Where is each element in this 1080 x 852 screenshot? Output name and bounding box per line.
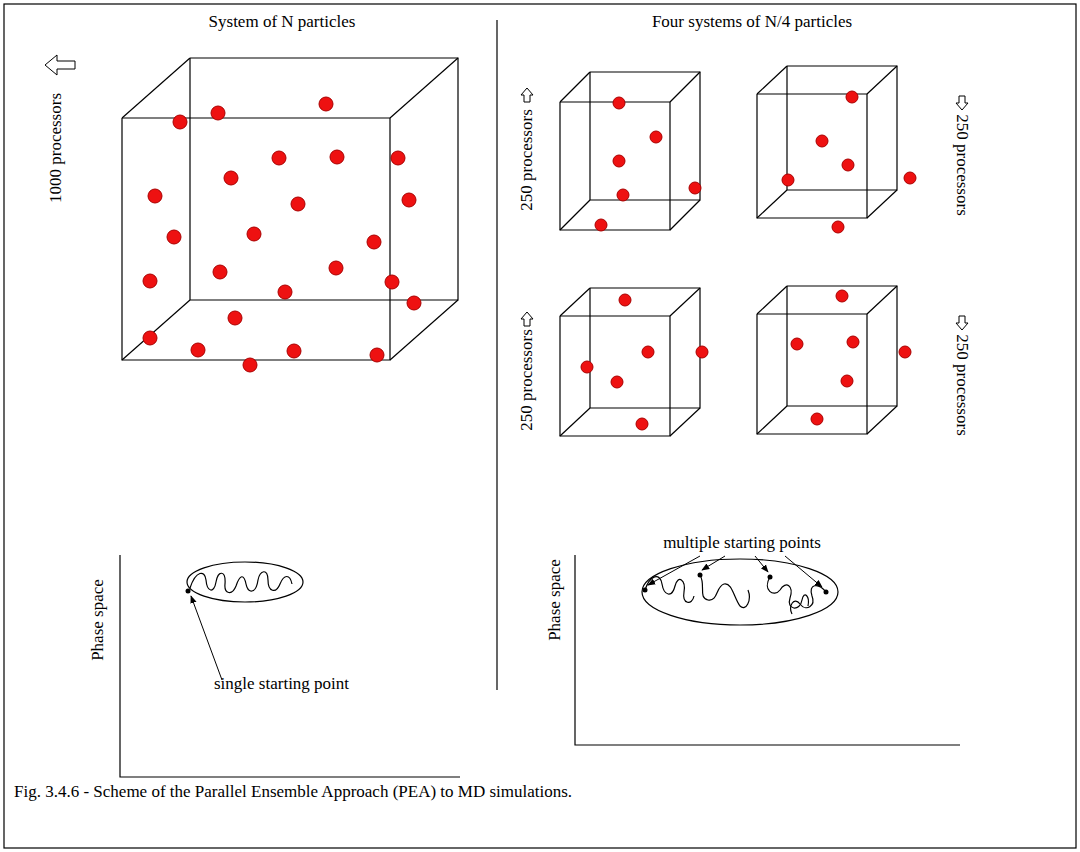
particles: [143, 91, 916, 430]
divider-line: [496, 20, 497, 690]
rotated-label: 250 processors: [953, 114, 972, 216]
leader-arrows: [191, 556, 822, 680]
cube-outlines: [122, 58, 897, 436]
figure-frame: [4, 4, 1076, 848]
text-label: multiple starting points: [663, 534, 821, 553]
rotated-label: Phase space: [546, 559, 565, 641]
text-label: System of N particles: [209, 13, 356, 32]
rotated-label: 250 processors: [518, 329, 537, 431]
rotated-label: 1000 processors: [47, 93, 66, 203]
rotated-label: 250 processors: [518, 109, 537, 211]
rotated-label: Phase space: [89, 579, 108, 661]
starting-points: [186, 573, 829, 595]
processor-arrows: [45, 55, 968, 330]
figure-caption: Fig. 3.4.6 - Scheme of the Parallel Ense…: [14, 782, 1064, 802]
text-label: Four systems of N/4 particles: [652, 13, 852, 32]
rotated-label: 250 processors: [953, 334, 972, 436]
phase-space-plots: [120, 555, 960, 777]
text-label: single starting point: [214, 675, 349, 694]
